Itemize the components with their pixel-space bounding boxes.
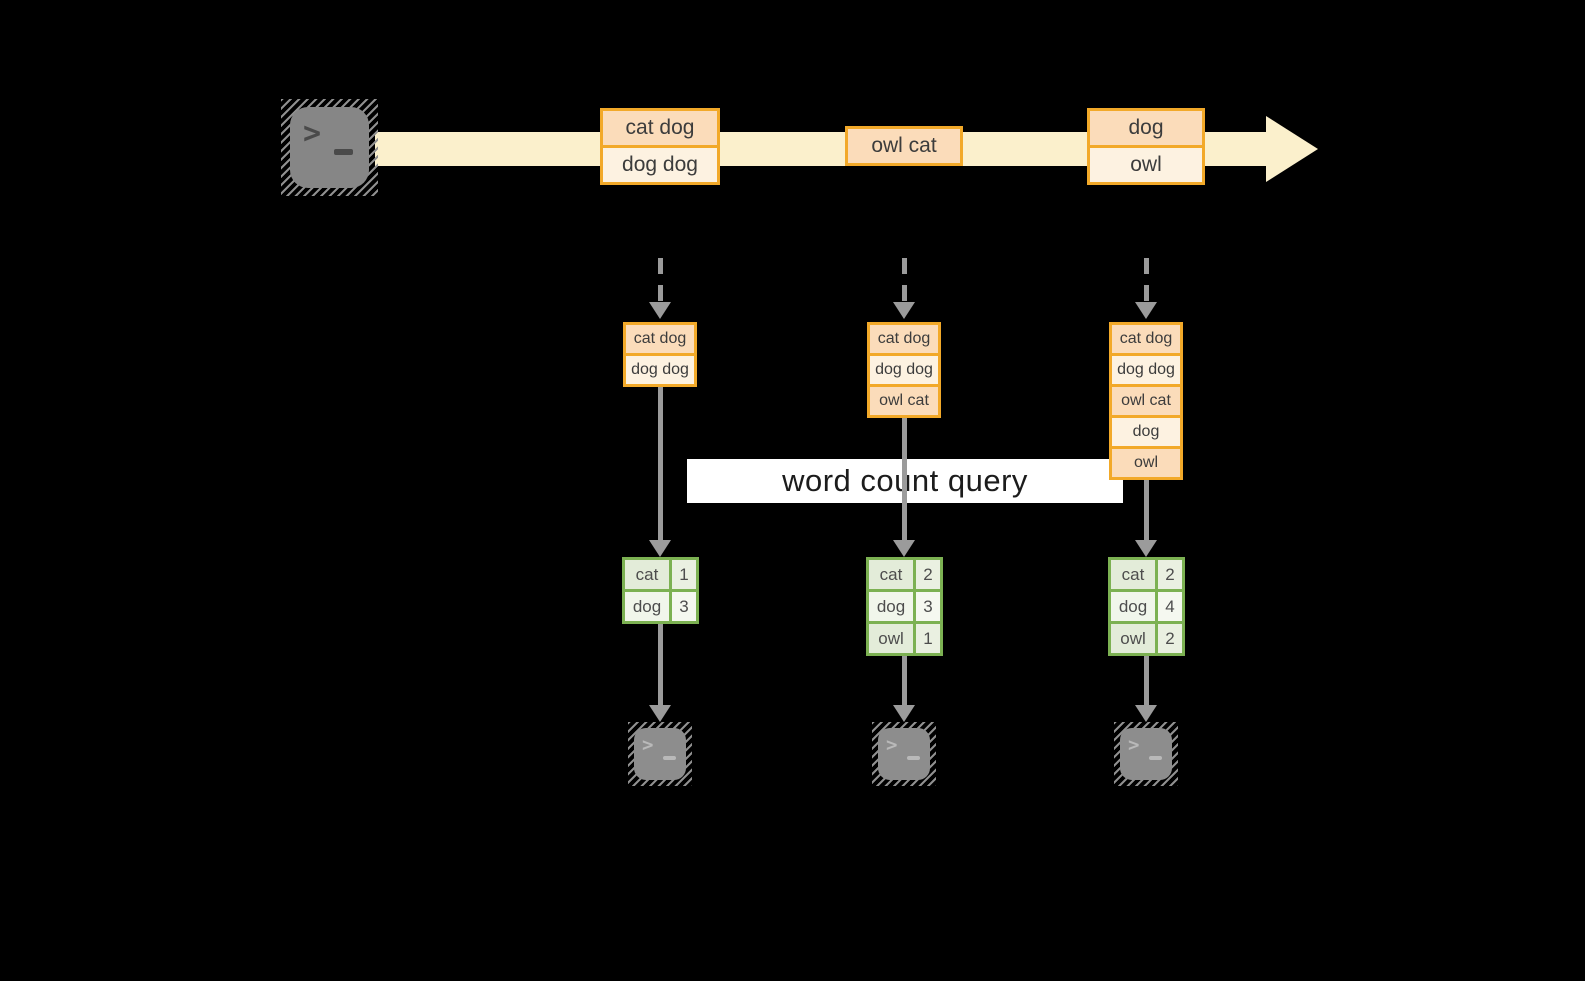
dashed-arrowhead-icon: [893, 302, 915, 319]
terminal-cursor-icon: [663, 756, 676, 760]
stream-event-line: dog dog: [603, 148, 717, 182]
solid-arrowhead-icon: [649, 540, 671, 557]
stream-event-box: dog owl: [1087, 108, 1205, 185]
terminal-prompt-icon: >: [886, 734, 898, 756]
dashed-arrowhead-icon: [649, 302, 671, 319]
state-stack: cat dog dog dog: [623, 322, 697, 387]
state-row: dog: [1112, 418, 1180, 446]
terminal-sink-icon: >: [1114, 722, 1178, 786]
state-row: owl cat: [870, 387, 938, 415]
result-word-cell: dog: [869, 592, 913, 621]
state-row: dog dog: [626, 356, 694, 384]
result-count-cell: 2: [1158, 624, 1182, 653]
dashed-arrow: [658, 258, 663, 302]
stream-arrowhead-icon: [1266, 116, 1318, 182]
result-count-cell: 3: [916, 592, 940, 621]
state-row: owl cat: [1112, 387, 1180, 415]
state-row: cat dog: [1112, 325, 1180, 353]
result-table: cat 1 dog 3: [622, 557, 699, 624]
stream-event-line: owl cat: [848, 129, 960, 163]
terminal-sink-icon: >: [628, 722, 692, 786]
state-row: cat dog: [626, 325, 694, 353]
state-row: dog dog: [1112, 356, 1180, 384]
stream-event-line: cat dog: [603, 111, 717, 145]
result-word-cell: owl: [1111, 624, 1155, 653]
stream-event-box: owl cat: [845, 126, 963, 166]
state-row: cat dog: [870, 325, 938, 353]
terminal-icon-body: >: [634, 728, 686, 780]
terminal-cursor-icon: [907, 756, 920, 760]
result-word-cell: cat: [625, 560, 669, 589]
terminal-icon-body: >: [1120, 728, 1172, 780]
solid-arrowhead-icon: [893, 705, 915, 722]
solid-arrow: [658, 387, 663, 540]
result-word-cell: owl: [869, 624, 913, 653]
result-count-cell: 2: [916, 560, 940, 589]
result-count-cell: 2: [1158, 560, 1182, 589]
terminal-sink-icon: >: [872, 722, 936, 786]
result-table: cat 2 dog 3 owl 1: [866, 557, 943, 656]
terminal-prompt-icon: >: [303, 116, 322, 151]
solid-arrow: [658, 624, 663, 705]
state-row: dog dog: [870, 356, 938, 384]
dashed-arrow: [902, 258, 907, 302]
solid-arrow: [1144, 480, 1149, 540]
stream-event-line: owl: [1090, 148, 1202, 182]
terminal-cursor-icon: [1149, 756, 1162, 760]
solid-arrow: [902, 656, 907, 705]
solid-arrowhead-icon: [649, 705, 671, 722]
terminal-prompt-icon: >: [1128, 734, 1140, 756]
state-stack: cat dog dog dog owl cat: [867, 322, 941, 418]
stream-event-box: cat dog dog dog: [600, 108, 720, 185]
result-word-cell: dog: [625, 592, 669, 621]
result-count-cell: 1: [672, 560, 696, 589]
dashed-arrowhead-icon: [1135, 302, 1157, 319]
dashed-arrow: [1144, 258, 1149, 302]
solid-arrowhead-icon: [1135, 540, 1157, 557]
state-row: owl: [1112, 449, 1180, 477]
terminal-cursor-icon: [334, 149, 353, 155]
result-count-cell: 1: [916, 624, 940, 653]
terminal-source-icon: >: [281, 99, 378, 196]
state-stack: cat dog dog dog owl cat dog owl: [1109, 322, 1183, 480]
result-count-cell: 4: [1158, 592, 1182, 621]
solid-arrow: [1144, 656, 1149, 705]
terminal-prompt-icon: >: [642, 734, 654, 756]
terminal-icon-body: >: [290, 107, 369, 188]
result-count-cell: 3: [672, 592, 696, 621]
solid-arrowhead-icon: [1135, 705, 1157, 722]
result-word-cell: cat: [1111, 560, 1155, 589]
result-word-cell: cat: [869, 560, 913, 589]
stream-event-line: dog: [1090, 111, 1202, 145]
result-word-cell: dog: [1111, 592, 1155, 621]
result-table: cat 2 dog 4 owl 2: [1108, 557, 1185, 656]
terminal-icon-body: >: [878, 728, 930, 780]
solid-arrowhead-icon: [893, 540, 915, 557]
solid-arrow: [902, 418, 907, 540]
